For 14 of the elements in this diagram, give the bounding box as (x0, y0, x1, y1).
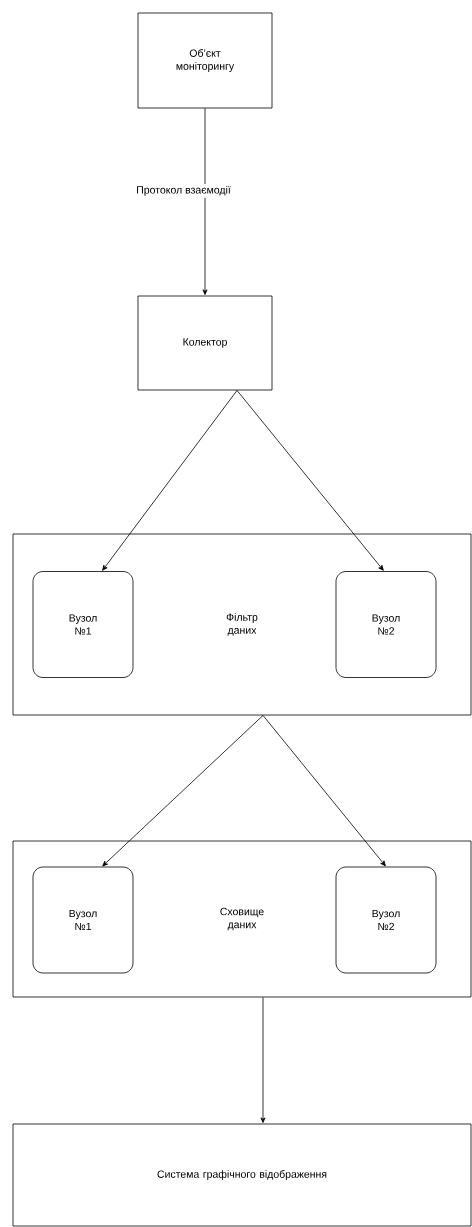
arrow (202, 108, 208, 295)
arrow (102, 715, 264, 867)
rounded-box: Вузол №1 (32, 571, 134, 678)
edge-label: Протокол взаємодії (134, 183, 233, 198)
process-box: Система графічного відображення (12, 1123, 472, 1227)
arrow (260, 997, 266, 1123)
arrow (102, 390, 238, 571)
rounded-box: Вузол №2 (335, 866, 437, 974)
process-box: Об’єкт моніторингу (137, 12, 273, 109)
rounded-box: Вузол №2 (335, 571, 437, 678)
arrow (236, 390, 384, 571)
process-box: Колектор (137, 295, 273, 391)
arrow (262, 715, 386, 867)
rounded-box: Вузол №1 (32, 866, 134, 974)
